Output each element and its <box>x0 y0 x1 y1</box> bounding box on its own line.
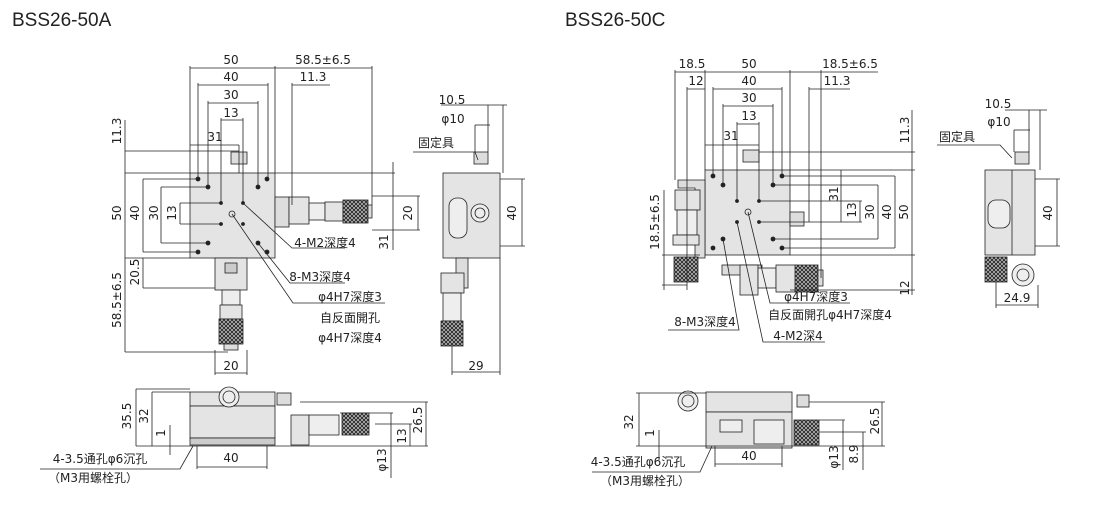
note-back: 自反面開孔 <box>319 311 381 325</box>
dim-label: 1 <box>154 429 168 437</box>
dim-label: 11.3 <box>898 116 912 144</box>
dim-label: 29 <box>468 359 484 373</box>
dim-label: 40 <box>223 70 239 84</box>
a-top-view <box>124 66 420 375</box>
dim-label: 18.5 <box>678 57 706 71</box>
dim-label: 58.5±6.5 <box>110 272 124 328</box>
a-side-view <box>413 104 525 375</box>
note-h7-3: φ4H7深度3 <box>784 290 848 304</box>
dim-label: 12 <box>688 74 704 88</box>
dim-label: 50 <box>741 57 757 71</box>
dim-label: 13 <box>845 202 859 218</box>
dim-label: 10.5 <box>984 97 1012 111</box>
dim-label: 30 <box>741 91 757 105</box>
dim-label: 11.3 <box>110 117 124 145</box>
dim-label: 20.5 <box>128 258 142 286</box>
dim-label: 13 <box>395 428 409 444</box>
dim-label: 30 <box>223 88 239 102</box>
dim-label: 32 <box>137 408 151 424</box>
dim-label: 35.5 <box>120 402 134 430</box>
dim-label: 13 <box>741 109 757 123</box>
a-front-view <box>40 386 428 478</box>
dim-label: 1 <box>643 429 657 437</box>
dim-label: 24.9 <box>1003 291 1031 305</box>
dim-label: 40 <box>128 205 142 221</box>
dim-label: 50 <box>897 204 911 220</box>
dim-label: 13 <box>165 205 179 221</box>
dim-label: 30 <box>863 204 877 220</box>
note-m2: 4-M2深4 <box>773 329 823 343</box>
dim-label: 11.3 <box>823 74 851 88</box>
dim-label: 26.5 <box>868 407 882 435</box>
dim-label: 20 <box>223 359 239 373</box>
note-h7-4: φ4H7深度4 <box>318 331 382 345</box>
dim-label: 30 <box>147 205 161 221</box>
dim-label: 26.5 <box>411 406 425 434</box>
note-m2: 4-M2深度4 <box>294 236 356 250</box>
note-m3: 8-M3深度4 <box>674 315 736 329</box>
dim-label: 11.3 <box>299 70 327 84</box>
note-h7-3: φ4H7深度3 <box>318 290 382 304</box>
dim-label: 32 <box>622 414 636 430</box>
dim-label: 31 <box>723 129 739 143</box>
dim-label: 31 <box>377 234 391 250</box>
dim-label: 12 <box>898 280 912 296</box>
note-bolts: （M3用螺栓孔） <box>600 474 690 488</box>
dim-label: φ13 <box>827 445 841 469</box>
note-holes: 4-3.5通孔φ6沉孔 <box>52 452 148 466</box>
c-side-view <box>937 109 1060 308</box>
dim-label: 8.9 <box>847 444 861 464</box>
note-back: 自反面開孔φ4H7深度4 <box>768 308 892 322</box>
c-top-view <box>662 70 915 343</box>
dim-label: φ13 <box>375 448 389 472</box>
dim-label: 31 <box>207 130 223 144</box>
fixture-label: 固定具 <box>938 130 976 144</box>
dim-label: φ10 <box>441 112 465 126</box>
dim-label: 40 <box>223 451 239 465</box>
note-bolts: （M3用螺栓孔） <box>48 471 138 485</box>
dim-label: 13 <box>223 106 239 120</box>
c-front-view <box>592 390 885 473</box>
dim-label: 18.5±6.5 <box>822 57 878 71</box>
note-m3: 8-M3深度4 <box>289 270 351 284</box>
dim-label: 18.5±6.5 <box>648 194 662 250</box>
fixture-label: 固定具 <box>417 136 455 150</box>
dim-label: 50 <box>223 53 239 67</box>
dim-label: 40 <box>741 449 757 463</box>
dim-label: 40 <box>505 205 519 221</box>
dim-label: 50 <box>110 205 124 221</box>
dim-label: 58.5±6.5 <box>295 53 351 67</box>
dim-label: 40 <box>741 74 757 88</box>
dim-label: 31 <box>827 186 841 202</box>
dim-label: 40 <box>1041 205 1055 221</box>
dim-label: 40 <box>880 204 894 220</box>
model-title-a: BSS26-50A <box>12 10 112 31</box>
note-holes: 4-3.5通孔φ6沉孔 <box>590 455 686 469</box>
dim-label: 20 <box>401 205 415 221</box>
dim-label: 10.5 <box>438 93 466 107</box>
dim-label: φ10 <box>987 115 1011 129</box>
model-title-c: BSS26-50C <box>565 10 666 31</box>
